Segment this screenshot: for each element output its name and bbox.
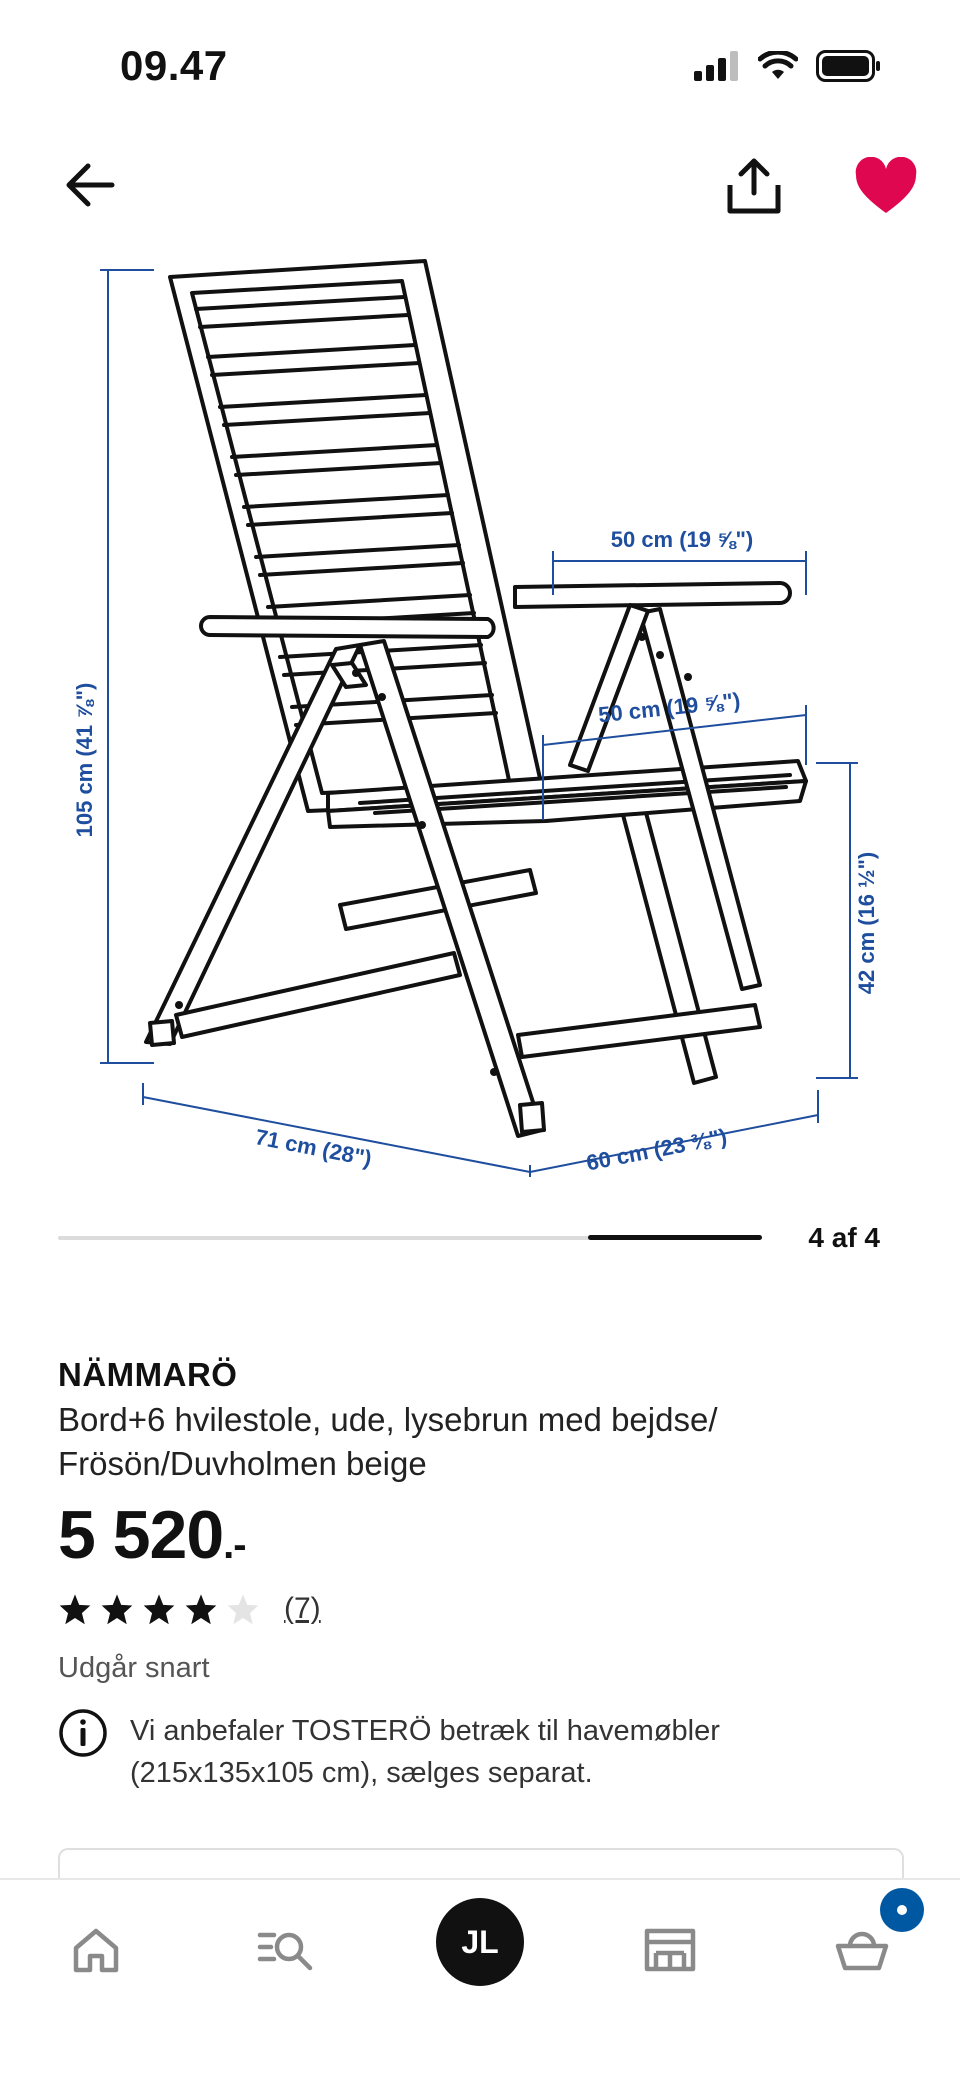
carousel-counter: 4 af 4 xyxy=(808,1222,880,1253)
share-button[interactable] xyxy=(722,155,786,219)
dimension-armrest-label: 50 cm (19 ⅝") xyxy=(611,527,754,552)
cart-badge xyxy=(880,1888,924,1932)
home-icon xyxy=(73,1928,119,1973)
price-suffix: .- xyxy=(223,1523,246,1567)
product-name: NÄMMARÖ xyxy=(58,1356,238,1393)
star-icon xyxy=(59,1594,91,1625)
product-price: 5 520.- xyxy=(58,1496,247,1574)
chair-dimension-drawing: 105 cm (41 ⅞") 50 cm (19 ⅝") 50 cm (19 ⅝… xyxy=(72,259,879,1177)
nav-profile-avatar[interactable]: JL xyxy=(436,1898,524,1986)
heart-icon xyxy=(855,156,917,213)
dimension-depth-label: 71 cm (28") xyxy=(253,1124,374,1171)
store-icon xyxy=(644,1928,696,1972)
wifi-icon xyxy=(758,51,798,79)
price-value: 5 520 xyxy=(58,1497,224,1573)
rating[interactable]: (7) xyxy=(58,1592,321,1626)
search-list-icon xyxy=(257,1932,313,1971)
info-icon xyxy=(59,1709,107,1757)
dimension-height-label: 105 cm (41 ⅞") xyxy=(72,683,97,838)
cart-icon xyxy=(835,1931,889,1971)
star-icon xyxy=(101,1594,133,1625)
nav-home-button[interactable] xyxy=(56,1910,136,1990)
notice-text: Vi anbefaler TOSTERÖ betræk til havemøbl… xyxy=(130,1715,720,1789)
star-icon xyxy=(185,1594,217,1625)
back-arrow-icon xyxy=(66,163,115,207)
dimension-width-label: 60 cm (23 ⅜") xyxy=(584,1124,729,1176)
status-time: 09.47 xyxy=(120,42,228,89)
favorite-button[interactable] xyxy=(854,156,918,217)
status-icons xyxy=(694,50,882,82)
cellular-signal-icon xyxy=(694,51,738,81)
dimension-seat-height-label: 42 cm (16 ½") xyxy=(854,852,879,995)
nav-cart-button[interactable] xyxy=(822,1910,902,1990)
product-image[interactable]: 105 cm (41 ⅞") 50 cm (19 ⅝") 50 cm (19 ⅝… xyxy=(70,245,890,1180)
carousel-progress-fill xyxy=(588,1235,762,1240)
recommendation-notice: Vi anbefaler TOSTERÖ betræk til havemøbl… xyxy=(58,1709,898,1794)
star-empty-icon xyxy=(227,1594,259,1625)
product-description: Bord+6 hvilestole, ude, lysebrun med bej… xyxy=(58,1401,718,1482)
battery-icon xyxy=(816,50,880,82)
carousel-progress xyxy=(58,1235,762,1240)
nav-store-button[interactable] xyxy=(630,1910,710,1990)
availability-status: Udgår snart xyxy=(58,1652,210,1684)
back-button[interactable] xyxy=(60,155,120,215)
star-icon xyxy=(143,1594,175,1625)
nav-search-button[interactable] xyxy=(246,1910,326,1990)
review-count-link[interactable]: (7) xyxy=(284,1592,321,1625)
cart-badge-dot xyxy=(897,1905,907,1915)
rating-stars xyxy=(58,1593,260,1625)
share-icon xyxy=(727,158,781,214)
bottom-nav: JL xyxy=(0,1878,960,2083)
